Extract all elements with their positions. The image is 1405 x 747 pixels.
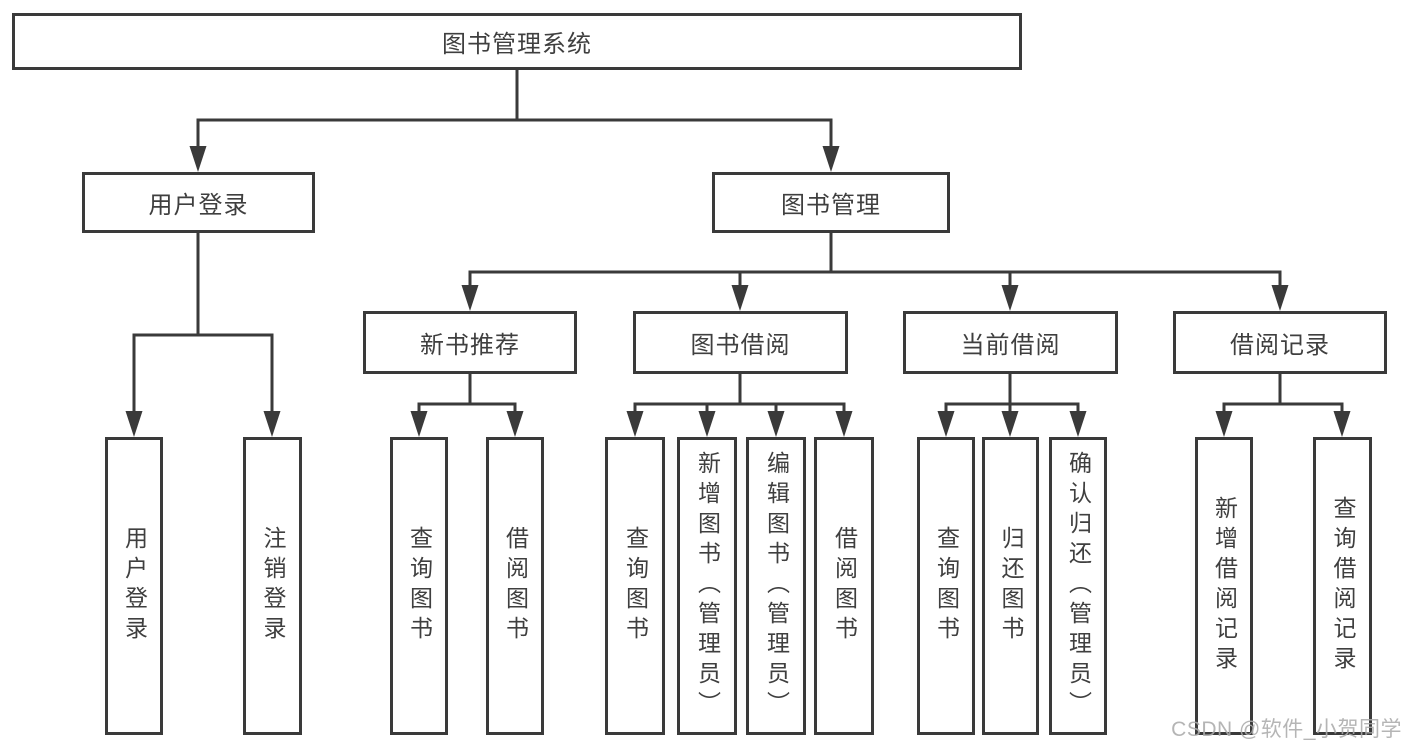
node-records-query-record: 查询借阅记录 bbox=[1313, 437, 1372, 735]
node-current-borrowing-label: 当前借阅 bbox=[960, 332, 1061, 359]
node-user-login-leaf-label: 用户登录 bbox=[121, 526, 148, 646]
node-recommend-query-books: 查询图书 bbox=[390, 437, 448, 735]
node-user-login-leaf: 用户登录 bbox=[105, 437, 163, 735]
node-borrowing-add-books-label: 新增图书（管理员） bbox=[694, 451, 721, 721]
node-book-borrowing-label: 图书借阅 bbox=[690, 332, 791, 359]
node-records-query-record-label: 查询借阅记录 bbox=[1330, 496, 1356, 676]
node-library-management-system: 图书管理系统 bbox=[12, 13, 1022, 70]
node-current-confirm-return-label: 确认归还（管理员） bbox=[1065, 451, 1092, 721]
node-borrowing-records-label: 借阅记录 bbox=[1230, 332, 1330, 359]
node-borrowing-edit-books: 编辑图书（管理员） bbox=[746, 437, 806, 735]
node-borrowing-borrow-books-label: 借阅图书 bbox=[831, 526, 858, 646]
node-borrowing-query-books-label: 查询图书 bbox=[622, 526, 649, 646]
node-current-query-books-label: 查询图书 bbox=[933, 526, 960, 646]
node-new-book-recommend-label: 新书推荐 bbox=[420, 332, 520, 359]
node-user-login: 用户登录 bbox=[82, 172, 315, 233]
node-borrowing-borrow-books: 借阅图书 bbox=[814, 437, 874, 735]
node-borrowing-records: 借阅记录 bbox=[1173, 311, 1387, 374]
node-records-add-record-label: 新增借阅记录 bbox=[1211, 496, 1238, 676]
node-recommend-borrow-books-label: 借阅图书 bbox=[502, 526, 529, 646]
node-recommend-query-books-label: 查询图书 bbox=[406, 526, 433, 646]
node-book-management-label: 图书管理 bbox=[781, 192, 881, 219]
node-current-query-books: 查询图书 bbox=[917, 437, 975, 735]
node-current-borrowing: 当前借阅 bbox=[903, 311, 1118, 374]
node-user-login-label: 用户登录 bbox=[148, 192, 249, 219]
node-book-management: 图书管理 bbox=[712, 172, 950, 233]
node-book-borrowing: 图书借阅 bbox=[633, 311, 848, 374]
node-library-management-system-label: 图书管理系统 bbox=[442, 31, 592, 58]
node-borrowing-edit-books-label: 编辑图书（管理员） bbox=[763, 451, 790, 721]
node-current-return-books-label: 归还图书 bbox=[998, 526, 1024, 646]
node-logout-label: 注销登录 bbox=[260, 526, 286, 646]
node-current-return-books: 归还图书 bbox=[982, 437, 1039, 735]
node-logout: 注销登录 bbox=[243, 437, 302, 735]
node-recommend-borrow-books: 借阅图书 bbox=[486, 437, 544, 735]
node-borrowing-query-books: 查询图书 bbox=[605, 437, 665, 735]
csdn-watermark: CSDN @软件_小贺同学 bbox=[1171, 718, 1402, 741]
node-borrowing-add-books: 新增图书（管理员） bbox=[677, 437, 737, 735]
node-records-add-record: 新增借阅记录 bbox=[1195, 437, 1253, 735]
node-current-confirm-return: 确认归还（管理员） bbox=[1049, 437, 1107, 735]
node-new-book-recommend: 新书推荐 bbox=[363, 311, 577, 374]
